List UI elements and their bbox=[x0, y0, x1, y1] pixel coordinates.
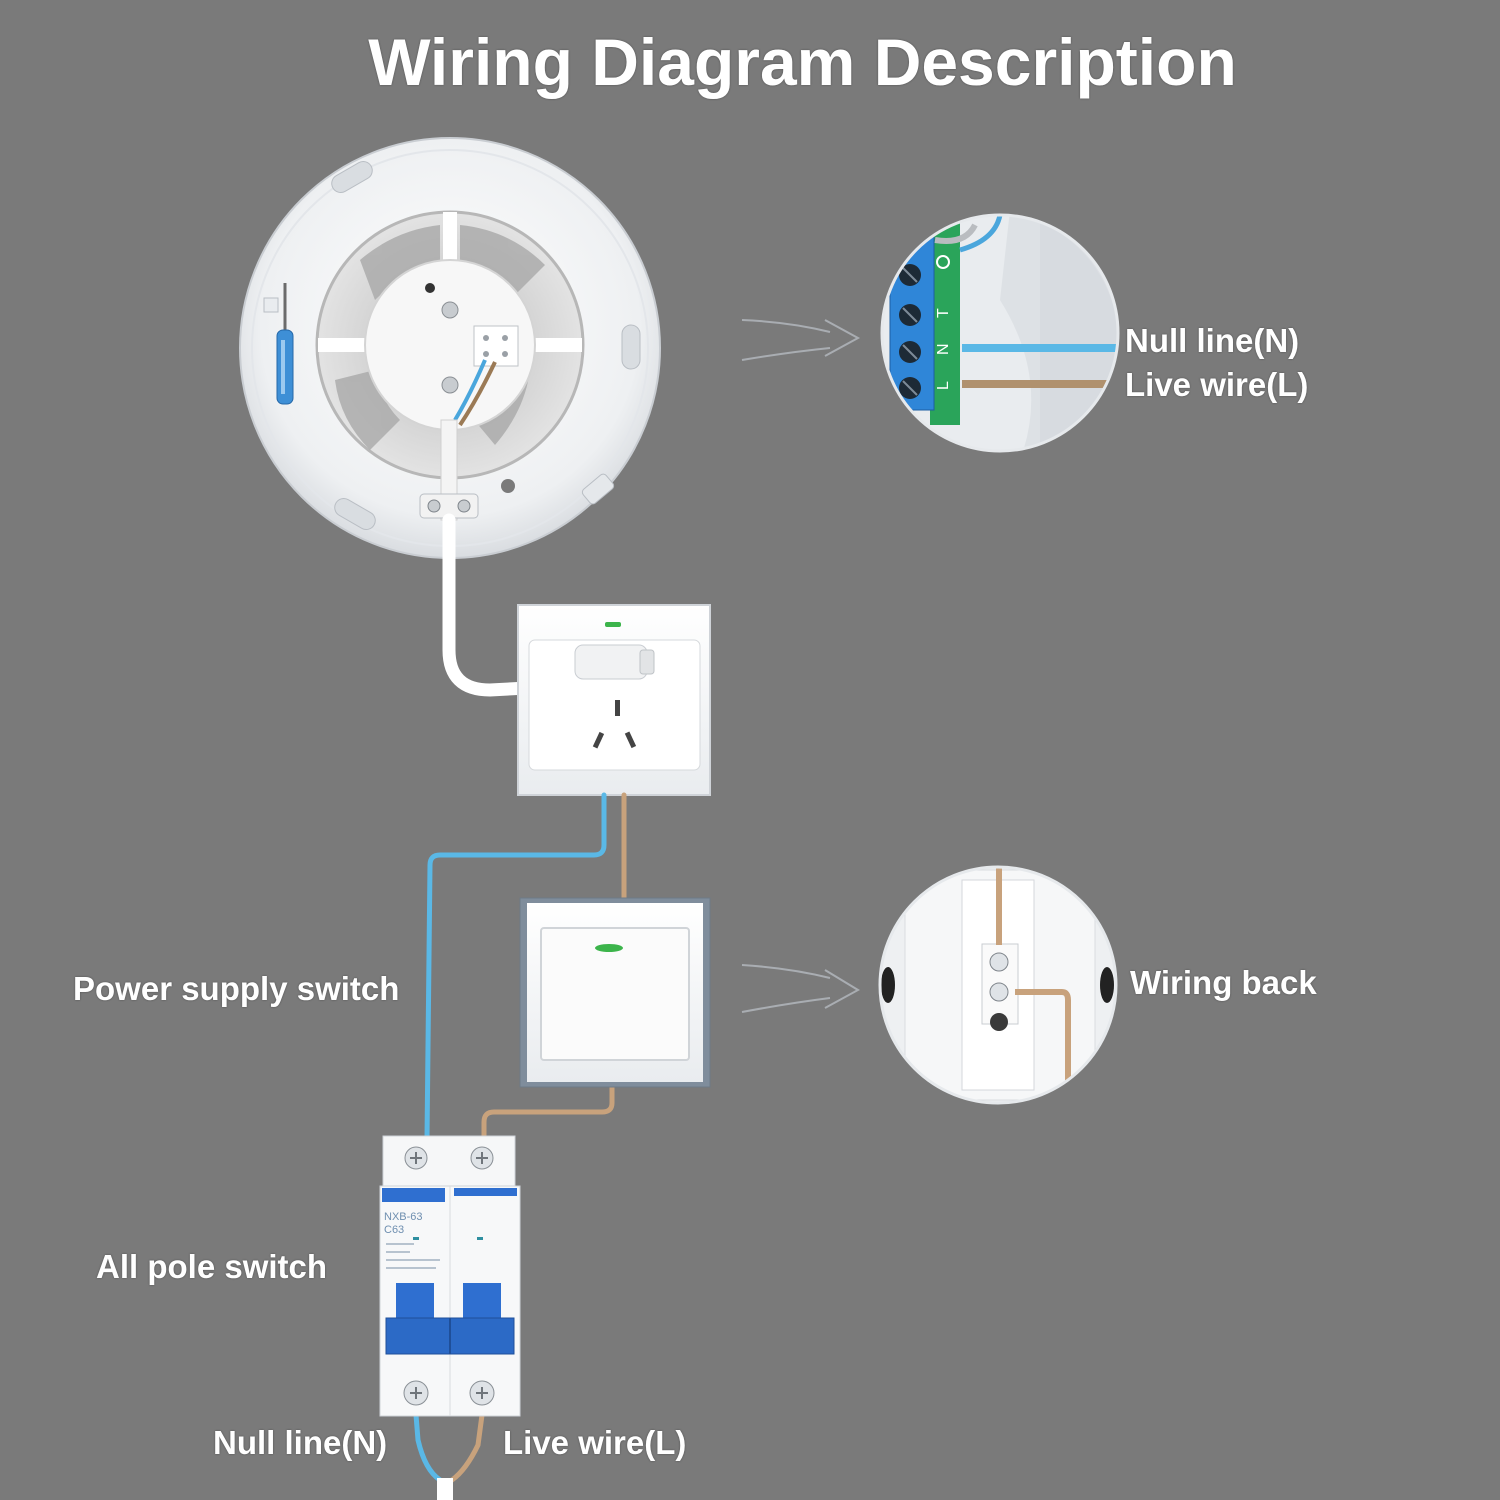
circuit-wires bbox=[413, 792, 627, 1500]
null-line-label-bottom: Null line(N) bbox=[213, 1424, 388, 1461]
screwdriver-icon bbox=[263, 283, 294, 405]
fan-power-cord bbox=[442, 513, 592, 697]
live-wire-label-bottom: Live wire(L) bbox=[503, 1424, 687, 1461]
terminal-mark-n: N bbox=[935, 343, 952, 355]
arrow-icon bbox=[741, 964, 861, 1013]
breaker-model: NXB-63 bbox=[384, 1211, 423, 1223]
wiring-back-label: Wiring back bbox=[1130, 964, 1317, 1001]
terminal-mark-l: L bbox=[935, 381, 952, 390]
terminal-mark-t: T bbox=[935, 308, 952, 318]
breaker-toggles bbox=[385, 1283, 515, 1355]
circuit-breaker: NXB-63 C63 bbox=[379, 1135, 521, 1417]
wall-socket bbox=[517, 604, 711, 796]
null-line-label-top: Null line(N) bbox=[1125, 322, 1300, 359]
breaker-bottom-screws bbox=[403, 1380, 495, 1406]
wall-switch bbox=[519, 897, 711, 1088]
fan-terminal-zoom: L N T bbox=[880, 213, 1120, 453]
all-pole-switch-label: All pole switch bbox=[96, 1248, 328, 1285]
switch-back-zoom bbox=[878, 865, 1118, 1105]
exhaust-fan bbox=[239, 137, 661, 559]
breaker-top-screws bbox=[404, 1146, 494, 1170]
arrow-icon bbox=[741, 319, 861, 361]
live-wire-label-top: Live wire(L) bbox=[1125, 366, 1309, 403]
breaker-rating: C63 bbox=[384, 1224, 404, 1236]
page-title: Wiring Diagram Description bbox=[368, 25, 1237, 99]
power-supply-switch-label: Power supply switch bbox=[73, 970, 400, 1007]
